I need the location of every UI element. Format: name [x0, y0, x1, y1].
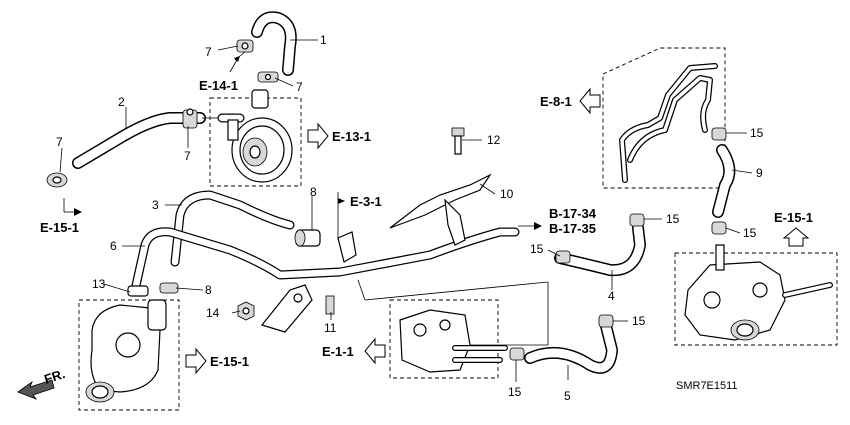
callout-7a: 7 — [205, 45, 212, 59]
callout-7d: 7 — [56, 135, 63, 149]
callout-6: 6 — [110, 239, 117, 253]
part-11-stud — [325, 295, 335, 315]
callout-15e: 15 — [632, 314, 646, 328]
group-box-engine-outlet — [674, 252, 838, 346]
part-4-hose — [554, 222, 646, 277]
callout-15b: 15 — [666, 212, 680, 226]
front-arrow-icon — [17, 379, 55, 400]
callout-12: 12 — [487, 133, 501, 147]
arrow-e13-1 — [307, 122, 329, 150]
ref-e13-1[interactable]: E-13-1 — [332, 129, 371, 144]
ref-e15-1-bottom[interactable]: E-15-1 — [210, 354, 249, 369]
group-box-water-pump — [389, 299, 499, 379]
part-7-clamp-far-left — [46, 172, 68, 188]
callout-5: 5 — [564, 389, 571, 403]
arrow-e3-1 — [337, 192, 345, 205]
part-2-hose — [72, 112, 206, 169]
pipe-bracket — [337, 231, 357, 263]
ref-e14-1[interactable]: E-14-1 — [199, 78, 238, 93]
part-3-pipe — [170, 190, 295, 267]
ref-e8-1[interactable]: E-8-1 — [540, 94, 572, 109]
arrow-e15-1-bottom — [185, 347, 207, 375]
arrow-e15-1-right — [782, 227, 810, 247]
thermostat-housing — [85, 299, 167, 403]
part-12-bolt — [451, 127, 465, 155]
ref-e3-1[interactable]: E-3-1 — [350, 194, 382, 209]
arrow-e8-1 — [579, 87, 601, 115]
part-9-hose — [712, 144, 736, 218]
callout-7b: 7 — [296, 80, 303, 94]
ref-e1-1[interactable]: E-1-1 — [322, 344, 354, 359]
ref-e15-1-left[interactable]: E-15-1 — [40, 220, 79, 235]
part-13-hose-joint — [127, 285, 149, 297]
front-label: FR. — [42, 366, 67, 387]
part-15-clamp-f — [711, 221, 727, 235]
part-10-bracket — [389, 173, 492, 246]
arrow-e14-1 — [229, 56, 240, 73]
callout-15d: 15 — [530, 242, 544, 256]
arrow-e15-1-left — [63, 198, 82, 216]
leader-lines — [59, 39, 753, 382]
part-15-clamp-b — [598, 314, 614, 328]
callout-15f: 15 — [508, 385, 522, 399]
callout-11: 11 — [324, 321, 337, 335]
engine-water-outlet — [684, 244, 833, 341]
lower-bracket — [260, 284, 313, 333]
part-15-clamp-c — [509, 347, 525, 361]
part-14-nut — [237, 301, 255, 321]
upper-right-pipe — [619, 63, 718, 183]
callout-15c: 15 — [743, 226, 757, 240]
callout-1: 1 — [320, 33, 327, 47]
part-8-hose-joint-upper — [294, 229, 321, 247]
callout-4: 4 — [608, 289, 615, 303]
callout-14: 14 — [206, 306, 220, 320]
arrow-b17 — [518, 222, 542, 230]
callout-8a: 8 — [310, 185, 317, 199]
ref-b17-34[interactable]: B-17-34 — [549, 206, 597, 221]
callout-7c: 7 — [184, 149, 191, 163]
part-7-clamp-top — [236, 39, 254, 53]
callout-13: 13 — [92, 277, 106, 291]
callout-9: 9 — [756, 166, 763, 180]
oil-cooler — [217, 89, 293, 183]
part-7-clamp-mid — [257, 71, 279, 83]
ref-e15-1-right[interactable]: E-15-1 — [774, 210, 813, 225]
diagram-code: SMR7E1511 — [676, 380, 738, 392]
part-15-clamp-a — [555, 250, 571, 264]
part-15-clamp-e — [711, 127, 727, 141]
ref-b17-35[interactable]: B-17-35 — [549, 221, 596, 236]
callout-8b: 8 — [205, 283, 212, 297]
group-box-thermostat — [78, 299, 180, 411]
arrow-e1-1 — [364, 337, 386, 365]
callout-15a: 15 — [750, 126, 764, 140]
part-8-clamp-lower — [159, 282, 179, 294]
part-6-pipe — [130, 227, 520, 295]
part-1-hose — [251, 11, 297, 76]
callout-3: 3 — [152, 198, 159, 212]
part-5-hose — [524, 320, 618, 374]
callout-2: 2 — [118, 95, 125, 109]
water-pump-housing — [399, 309, 508, 373]
callout-10: 10 — [500, 187, 514, 201]
group-box-upper-right — [602, 47, 726, 189]
part-7-clamp-left — [182, 108, 198, 129]
part-15-clamp-d — [629, 213, 645, 227]
